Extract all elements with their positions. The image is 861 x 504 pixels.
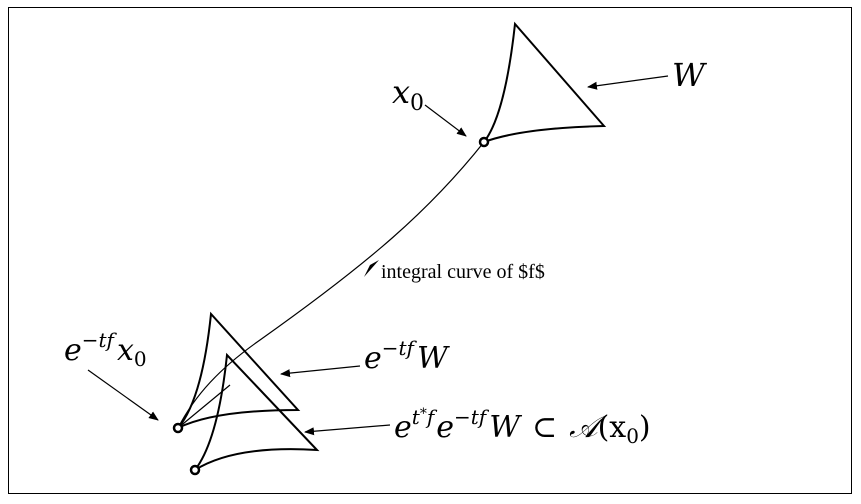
point-reach	[189, 464, 201, 476]
cone-w	[483, 21, 607, 143]
figure-frame	[8, 7, 852, 494]
label-x0: x0	[392, 73, 424, 116]
arrow-w	[587, 75, 669, 90]
integral-curve	[177, 141, 485, 429]
arrow-x0	[424, 104, 467, 137]
integral-curve-arrowhead	[364, 260, 379, 277]
cone-flow-w	[177, 311, 301, 429]
point-x0	[478, 136, 490, 148]
label-integral-curve: integral curve of $f$	[381, 261, 545, 283]
point-flow-x0	[172, 422, 184, 434]
label-x0-sub: 0	[410, 91, 424, 116]
arrow-reach	[304, 424, 391, 436]
arrow-flow-w	[280, 365, 361, 378]
arrow-flow-x0	[87, 369, 159, 421]
cone-reach	[194, 352, 320, 471]
label-w: W	[672, 56, 708, 94]
